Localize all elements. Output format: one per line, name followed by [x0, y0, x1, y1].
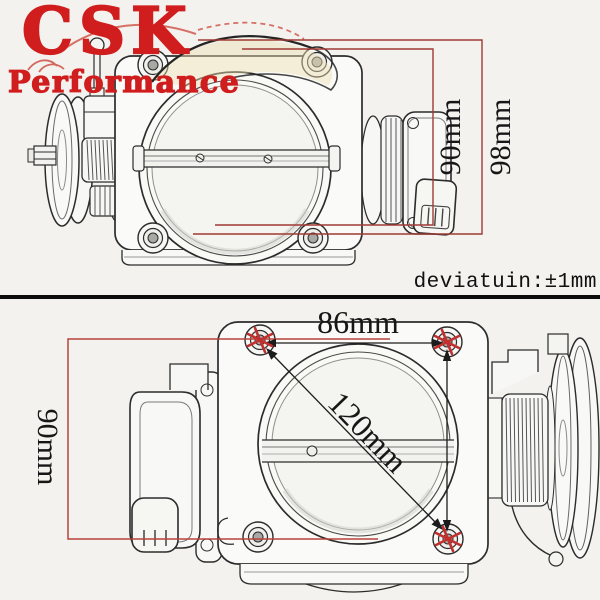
divider-line [0, 295, 600, 299]
dim-90mm-bracket [215, 48, 434, 226]
front-tps-sensor [360, 111, 458, 236]
front-view-drawing [27, 37, 458, 266]
rear-dimension-lines-black [264, 338, 452, 532]
dim-90mm-bracket-rear [67, 338, 390, 540]
rear-throttle-shaft [262, 439, 454, 463]
rear-view-drawing [129, 321, 600, 593]
front-throttle-shaft [132, 145, 341, 172]
dim-label-flange-height-front: 90mm [434, 98, 467, 176]
dim-label-overall-height-front: 98mm [484, 98, 517, 176]
front-bore [138, 71, 332, 265]
rear-tps-sensor [129, 363, 223, 563]
logo-flame-swoosh [27, 21, 338, 92]
tolerance-note: deviatuin:±1mm [413, 271, 597, 294]
dim-120mm-line [271, 353, 438, 525]
rear-dimension-lines-red [67, 338, 390, 540]
logo-brand: CSK [21, 0, 193, 69]
dim-label-flange-height-rear: 90mm [31, 408, 64, 486]
rear-linkage-assembly [486, 333, 600, 567]
logo-subtitle: Performance [7, 65, 241, 100]
dim-98mm-bracket [193, 39, 483, 235]
front-dimension-lines [193, 39, 483, 235]
dim-label-bolt-spacing-rear: 86mm [317, 304, 399, 340]
